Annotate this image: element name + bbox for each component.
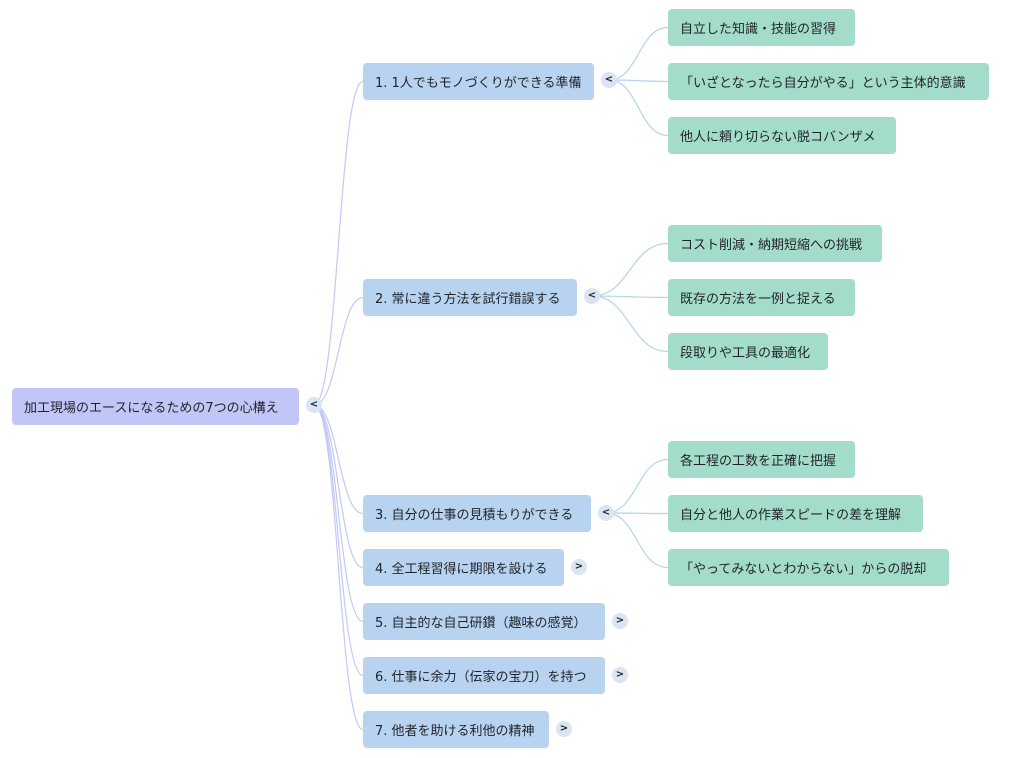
branch-2-collapse-toggle[interactable]: < <box>584 288 600 304</box>
branch-6-expand-toggle[interactable]: > <box>612 667 628 683</box>
branch-1-collapse-toggle[interactable]: < <box>601 72 617 88</box>
root-link-6 <box>313 404 364 677</box>
branch-2-link-1 <box>591 242 669 297</box>
root-link-4 <box>313 404 364 569</box>
root-link-7 <box>313 404 364 731</box>
root-link-3 <box>313 404 364 515</box>
branch-node-4[interactable]: 4. 全工程習得に期限を設ける <box>363 549 564 586</box>
branch-5-expand-toggle[interactable]: > <box>612 613 628 629</box>
leaf-node-2-2[interactable]: 既存の方法を一例と捉える <box>668 279 855 316</box>
root-link-5 <box>313 404 364 623</box>
root-collapse-toggle[interactable]: < <box>306 397 322 413</box>
branch-3-collapse-toggle[interactable]: < <box>598 505 614 521</box>
branch-3-link-1 <box>605 458 669 514</box>
root-link-2 <box>313 296 364 406</box>
branch-node-6[interactable]: 6. 仕事に余力（伝家の宝刀）を持つ <box>363 657 605 694</box>
branch-node-2[interactable]: 2. 常に違う方法を試行錯誤する <box>363 279 577 316</box>
branch-1-link-3 <box>608 79 669 137</box>
branch-2-link-2 <box>591 295 669 299</box>
leaf-node-1-2[interactable]: 「いざとなったら自分がやる」という主体的意識 <box>668 63 989 100</box>
root-node[interactable]: 加工現場のエースになるための7つの心構え <box>12 388 299 425</box>
leaf-node-3-3[interactable]: 「やってみないとわからない」からの脱却 <box>668 549 949 586</box>
leaf-node-1-3[interactable]: 他人に頼り切らない脱コバンザメ <box>668 117 896 154</box>
leaf-node-1-1[interactable]: 自立した知識・技能の習得 <box>668 9 855 46</box>
branch-7-expand-toggle[interactable]: > <box>556 721 572 737</box>
branch-node-5[interactable]: 5. 自主的な自己研鑽（趣味の感覚） <box>363 603 605 640</box>
branch-node-7[interactable]: 7. 他者を助ける利他の精神 <box>363 711 549 748</box>
root-link-1 <box>313 80 364 406</box>
branch-3-link-3 <box>605 512 669 569</box>
branch-node-1[interactable]: 1. 1人でもモノづくりができる準備 <box>363 63 594 100</box>
branch-1-link-2 <box>608 79 669 83</box>
leaf-node-2-1[interactable]: コスト削減・納期短縮への挑戦 <box>668 225 882 262</box>
branch-3-link-2 <box>605 512 669 515</box>
leaf-node-3-2[interactable]: 自分と他人の作業スピードの差を理解 <box>668 495 923 532</box>
branch-4-expand-toggle[interactable]: > <box>571 559 587 575</box>
branch-1-link-1 <box>608 26 669 81</box>
branch-2-link-3 <box>591 295 669 353</box>
branch-node-3[interactable]: 3. 自分の仕事の見積もりができる <box>363 495 591 532</box>
leaf-node-3-1[interactable]: 各工程の工数を正確に把握 <box>668 441 855 478</box>
leaf-node-2-3[interactable]: 段取りや工具の最適化 <box>668 333 828 370</box>
